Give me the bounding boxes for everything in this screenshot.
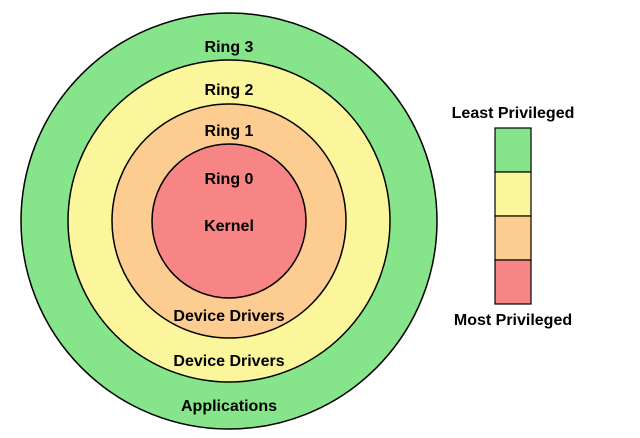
legend-swatch-ring-3 — [494, 127, 532, 173]
ring-0-role: Kernel — [204, 218, 254, 235]
ring-3-title: Ring 3 — [205, 39, 254, 56]
legend-swatch-ring-1 — [494, 215, 532, 261]
legend-top-label: Least Privileged — [452, 105, 575, 122]
ring-0-circle — [151, 143, 307, 299]
rings-group — [20, 12, 438, 430]
privilege-legend: Least Privileged Most Privileged — [452, 105, 575, 329]
ring-1-role: Device Drivers — [173, 308, 284, 325]
legend-swatch-ring-0 — [494, 259, 532, 305]
ring-2-role: Device Drivers — [173, 353, 284, 370]
ring-0-title: Ring 0 — [205, 171, 254, 188]
legend-bottom-label: Most Privileged — [454, 312, 572, 329]
ring-2-title: Ring 2 — [205, 82, 254, 99]
legend-swatch-ring-2 — [494, 171, 532, 217]
ring-3-role: Applications — [181, 398, 277, 415]
ring-1-title: Ring 1 — [205, 123, 254, 140]
